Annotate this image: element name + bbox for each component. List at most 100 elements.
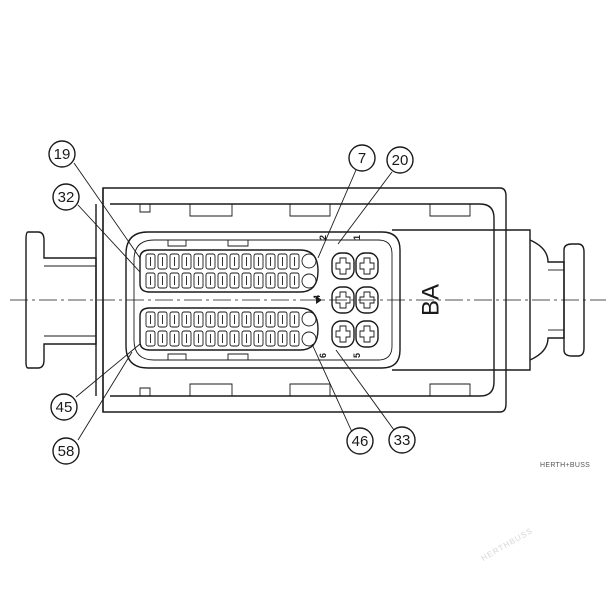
pin-cavity xyxy=(205,272,216,289)
power-terminal-cavity xyxy=(331,252,355,280)
pin-cavity xyxy=(169,272,180,289)
power-terminal-contact xyxy=(359,257,375,275)
pin-cavity xyxy=(277,330,288,347)
callout-20-label: 20 xyxy=(392,152,409,169)
callout-33-label: 33 xyxy=(394,432,411,449)
callout-19: 19 xyxy=(48,140,76,168)
pin-cavity xyxy=(241,253,252,270)
pin-cavity xyxy=(157,330,168,347)
power-terminal-cavity xyxy=(331,286,355,314)
pin-cavity xyxy=(217,253,228,270)
cavity-label-4: 4 xyxy=(312,295,322,300)
pin-cavity xyxy=(229,272,240,289)
pin-cavity xyxy=(169,311,180,328)
callout-58-label: 58 xyxy=(58,443,75,460)
right-latch xyxy=(529,239,585,361)
callout-19-label: 19 xyxy=(54,146,71,163)
callout-20: 20 xyxy=(386,146,414,174)
pin-cavity xyxy=(217,311,228,328)
pin-cavity xyxy=(145,330,156,347)
pin-cavity xyxy=(253,253,264,270)
pin-cavity xyxy=(205,253,216,270)
pin-cavity xyxy=(289,253,300,270)
pin-cavity xyxy=(145,272,156,289)
pin-cavity xyxy=(265,330,276,347)
callout-45: 45 xyxy=(50,393,78,421)
power-terminals xyxy=(331,252,379,348)
pin-cavity xyxy=(241,272,252,289)
cavity-label-6: 6 xyxy=(318,353,328,358)
power-terminal-cavity xyxy=(355,252,379,280)
pin-cavity xyxy=(289,330,300,347)
pin-cavity xyxy=(253,311,264,328)
pin-cavity xyxy=(265,272,276,289)
pin-cavity xyxy=(217,330,228,347)
pin-cavity xyxy=(289,311,300,328)
brand-logo: HERTH+BUSS xyxy=(540,462,591,469)
callout-7-label: 7 xyxy=(358,150,366,167)
pin-cavity xyxy=(169,253,180,270)
pin-cavity xyxy=(181,330,192,347)
pin-cavity xyxy=(229,330,240,347)
power-terminal-contact xyxy=(359,325,375,343)
cavity-label-2: 2 xyxy=(318,235,328,240)
callout-7: 7 xyxy=(348,144,376,172)
pin-cavity xyxy=(205,330,216,347)
pin-cavity xyxy=(277,311,288,328)
power-terminal-cavity xyxy=(331,320,355,348)
callout-46: 46 xyxy=(346,427,374,455)
pin-cavity xyxy=(181,311,192,328)
pin-marker xyxy=(316,296,322,304)
pin-cavity-round xyxy=(301,311,317,327)
connector-marking-text: BA xyxy=(417,284,444,316)
cavity-label-1: 1 xyxy=(352,235,362,240)
callout-33: 33 xyxy=(388,426,416,454)
pin-cavity xyxy=(253,272,264,289)
pin-cavity xyxy=(145,311,156,328)
callout-32: 32 xyxy=(52,183,80,211)
pin-cavity xyxy=(193,311,204,328)
pin-cavity xyxy=(253,330,264,347)
pin-cavity xyxy=(169,330,180,347)
pin-cavity xyxy=(157,253,168,270)
pin-cavity xyxy=(205,311,216,328)
power-terminal-cavity xyxy=(355,320,379,348)
pin-cavity-round xyxy=(301,273,317,289)
callout-46-label: 46 xyxy=(352,433,369,450)
pin-cavity xyxy=(181,272,192,289)
pin-cavity xyxy=(265,311,276,328)
power-terminal-contact xyxy=(335,257,351,275)
callout-58: 58 xyxy=(52,437,80,465)
pin-cavity xyxy=(145,253,156,270)
callout-32-label: 32 xyxy=(58,189,75,206)
left-flange xyxy=(25,231,97,369)
power-terminal-contact xyxy=(335,291,351,309)
power-terminal-contact xyxy=(335,325,351,343)
pin-cavity xyxy=(277,253,288,270)
pin-cavity xyxy=(229,253,240,270)
pin-cavity-round xyxy=(301,331,317,347)
pin-cavity xyxy=(277,272,288,289)
outer-housing xyxy=(95,187,531,413)
pin-cavity xyxy=(157,311,168,328)
pin-cavity xyxy=(193,253,204,270)
pin-cavity xyxy=(289,272,300,289)
power-terminal-contact xyxy=(359,291,375,309)
terminal-pin-rows xyxy=(139,249,322,351)
pin-cavity xyxy=(217,272,228,289)
pin-cavity xyxy=(265,253,276,270)
pin-cavity xyxy=(181,253,192,270)
pin-cavity xyxy=(193,272,204,289)
pin-cavity xyxy=(241,330,252,347)
pin-cavity xyxy=(241,311,252,328)
pin-cavity-round xyxy=(301,253,317,269)
callout-leaders xyxy=(73,162,395,441)
callout-45-label: 45 xyxy=(56,399,73,416)
power-terminal-cavity xyxy=(355,286,379,314)
terminal-frame xyxy=(125,231,401,369)
pin-cavity xyxy=(157,272,168,289)
pin-cavity xyxy=(193,330,204,347)
cavity-label-5: 5 xyxy=(352,353,362,358)
pin-cavity xyxy=(229,311,240,328)
